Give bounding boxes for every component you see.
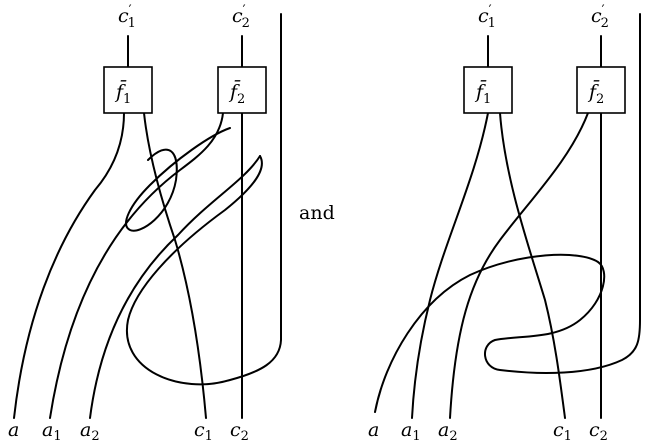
top-label-c2-left-prime: ′ [243, 3, 246, 18]
bottom-label-a2-right-sub: 2 [449, 429, 457, 442]
strand-a [13, 112, 125, 419]
bottom-label-a1-left-sub: 1 [53, 429, 61, 442]
bottom-label-a2-right: a [438, 419, 449, 441]
top-label-c1-left-sub: 1 [128, 16, 136, 31]
strand-a1 [49, 112, 224, 419]
bottom-label-c2-left-sub: 2 [241, 429, 249, 442]
svg-text:c1: c1 [553, 419, 572, 442]
box-f1-right [463, 66, 513, 114]
box-f2-left-sub: 2 [237, 92, 245, 107]
box-f2-right [576, 66, 626, 114]
box-f2-right-sub: 2 [596, 92, 604, 107]
bottom-label-a-left: a [8, 419, 19, 441]
top-label-c1-right-prime: ′ [489, 3, 492, 18]
svg-text:c′1: c′1 [118, 3, 136, 31]
strand-a-right [411, 112, 489, 419]
svg-text:a2: a2 [438, 419, 458, 442]
svg-text:a1: a1 [401, 419, 421, 442]
top-label-c2-right-sub: 2 [601, 16, 609, 31]
bottom-label-c2-right: c [589, 419, 600, 441]
bottom-label-c1-right: c [553, 419, 564, 441]
box-f1-left [103, 66, 153, 114]
svg-text:c2: c2 [589, 419, 608, 442]
right-diagram: f̄1 f̄2 c′1 c′2 a a1 a2 c1 c2 [368, 3, 641, 442]
svg-text:a1: a1 [42, 419, 62, 442]
strand-loop-right [374, 13, 641, 413]
top-label-c1-left-prime: ′ [129, 3, 132, 18]
box-f1-right-sub: 1 [483, 92, 491, 107]
strand-loop-lower [125, 13, 282, 386]
bottom-label-a1-right-sub: 1 [412, 429, 420, 442]
top-label-c1-right: c [478, 5, 489, 27]
left-diagram: f̄1 f̄2 c′1 c′2 a a1 a2 c1 c2 [8, 3, 282, 442]
bottom-label-a2-left: a [80, 419, 91, 441]
box-f2-left [217, 66, 267, 114]
top-label-c1-right-sub: 1 [488, 16, 496, 31]
bottom-label-c1-right-sub: 1 [564, 429, 572, 442]
strand-c1-right [499, 112, 566, 419]
strand-loop-upper [125, 127, 231, 232]
box-f1-left-sub: 1 [123, 92, 131, 107]
top-label-c2-left: c [232, 5, 243, 27]
bottom-label-c2-right-sub: 2 [600, 429, 608, 442]
strand-a2-right [449, 112, 589, 419]
svg-text:c′2: c′2 [232, 3, 250, 31]
bottom-label-a-right: a [368, 419, 379, 441]
strand-c1 [143, 112, 207, 419]
bottom-label-c1-left-sub: 1 [205, 429, 213, 442]
top-label-c2-left-sub: 2 [242, 16, 250, 31]
bottom-label-a1-left: a [42, 419, 53, 441]
svg-text:c1: c1 [194, 419, 213, 442]
top-label-c2-right-prime: ′ [602, 3, 605, 18]
bottom-label-a2-left-sub: 2 [91, 429, 99, 442]
top-label-c2-right: c [591, 5, 602, 27]
strand-a2 [89, 155, 261, 419]
bottom-label-a1-right: a [401, 419, 412, 441]
svg-text:c2: c2 [230, 419, 249, 442]
svg-text:c′1: c′1 [478, 3, 496, 31]
connector-text: and [299, 202, 335, 224]
top-label-c1-left: c [118, 5, 129, 27]
svg-text:a2: a2 [80, 419, 100, 442]
bottom-label-c2-left: c [230, 419, 241, 441]
svg-text:c′2: c′2 [591, 3, 609, 31]
bottom-label-c1-left: c [194, 419, 205, 441]
